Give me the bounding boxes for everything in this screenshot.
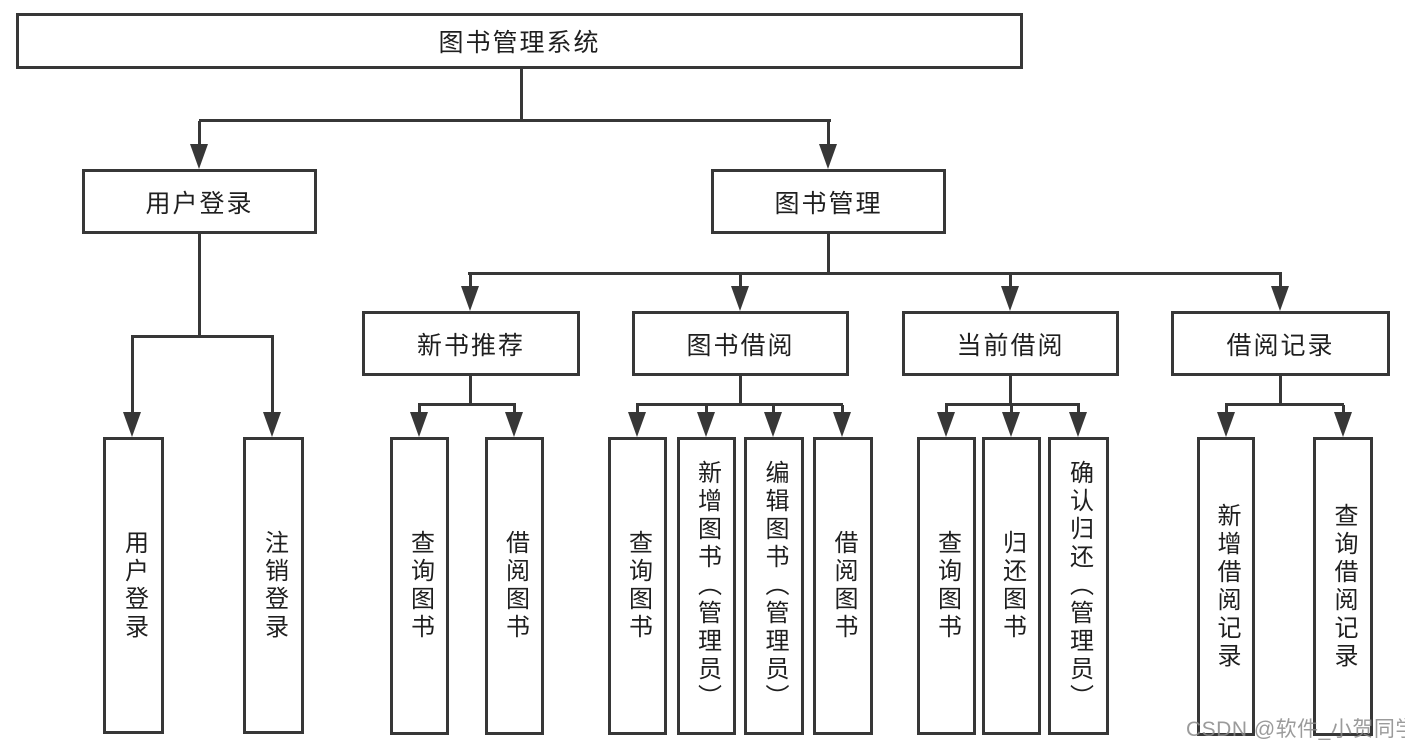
node-book-borrowing: 图书借阅 xyxy=(632,311,849,376)
connector-drop-book-management xyxy=(827,121,830,147)
arrowhead-down-icon xyxy=(1334,412,1352,437)
arrowhead-down-icon xyxy=(410,412,428,437)
arrowhead-down-icon xyxy=(1217,412,1235,437)
node-leaf-confirm-return-admin: 确认归还（管理员） xyxy=(1048,437,1109,735)
arrowhead-down-icon xyxy=(505,412,523,437)
arrowhead-down-icon xyxy=(937,412,955,437)
node-leaf-borrow-books-recommend: 借阅图书 xyxy=(485,437,544,735)
node-label: 查询借阅记录 xyxy=(1330,502,1357,671)
node-current-borrowing: 当前借阅 xyxy=(902,311,1119,376)
connector-group-bar-new-books xyxy=(418,403,516,406)
node-leaf-query-borrow-record: 查询借阅记录 xyxy=(1313,437,1373,736)
connector-leaf-drop xyxy=(705,405,708,415)
node-label: 用户登录 xyxy=(120,529,148,642)
connector-leaf-drop xyxy=(513,405,516,415)
arrowhead-down-icon xyxy=(1069,412,1087,437)
connector-book-borrow-stem xyxy=(739,375,742,405)
node-leaf-query-books-current: 查询图书 xyxy=(917,437,976,735)
node-label: 查询图书 xyxy=(406,530,434,642)
arrowhead-down-icon xyxy=(764,412,782,437)
node-label: 图书管理系统 xyxy=(438,29,601,57)
node-label: 图书借阅 xyxy=(686,331,795,360)
connector-level3-bar xyxy=(468,272,1282,275)
connector-drop-current-borrow xyxy=(1009,274,1012,289)
connector-book-management-stem xyxy=(827,233,830,274)
connector-leaf-drop xyxy=(1010,405,1013,415)
node-leaf-user-login: 用户登录 xyxy=(103,437,164,734)
connector-drop-logout xyxy=(271,337,274,415)
node-new-book-recommendation: 新书推荐 xyxy=(362,311,580,376)
csdn-watermark: CSDN @软件_小贺同学 xyxy=(1186,718,1405,741)
arrowhead-down-icon xyxy=(833,412,851,437)
connector-drop-book-borrow xyxy=(739,274,742,289)
arrowhead-down-icon xyxy=(819,144,837,169)
node-label: 新增借阅记录 xyxy=(1213,502,1240,671)
node-leaf-borrow-books: 借阅图书 xyxy=(813,437,873,735)
connector-group-bar-current-borrow xyxy=(945,403,1080,406)
node-label: 借阅图书 xyxy=(501,530,529,642)
node-user-login: 用户登录 xyxy=(82,169,317,234)
connector-current-borrow-stem xyxy=(1009,375,1012,405)
arrowhead-down-icon xyxy=(1271,286,1289,311)
node-leaf-query-books-borrow: 查询图书 xyxy=(608,437,667,735)
node-leaf-return-books: 归还图书 xyxy=(982,437,1041,735)
node-leaf-logout: 注销登录 xyxy=(243,437,304,734)
connector-drop-new-books xyxy=(469,274,472,289)
node-borrowing-records: 借阅记录 xyxy=(1171,311,1390,376)
connector-leaf-drop xyxy=(841,405,844,415)
node-label: 编辑图书（管理员） xyxy=(761,460,788,712)
node-label: 当前借阅 xyxy=(956,331,1065,360)
arrowhead-down-icon xyxy=(190,144,208,169)
node-label: 查询图书 xyxy=(624,530,652,642)
connector-group-bar-book-borrow xyxy=(636,403,843,406)
connector-borrow-records-stem xyxy=(1279,375,1282,405)
connector-leaf-drop xyxy=(1077,405,1080,415)
connector-leaf-drop xyxy=(945,405,948,415)
arrowhead-down-icon xyxy=(1002,412,1020,437)
node-label: 归还图书 xyxy=(998,530,1026,642)
arrowhead-down-icon xyxy=(123,412,141,437)
node-label: 新增图书（管理员） xyxy=(693,460,721,712)
connector-root-stem xyxy=(520,68,523,121)
node-label: 注销登录 xyxy=(260,529,288,642)
arrowhead-down-icon xyxy=(461,286,479,311)
node-label: 确认归还（管理员） xyxy=(1065,460,1093,712)
node-label: 借阅图书 xyxy=(830,530,857,642)
node-label: 用户登录 xyxy=(145,189,254,218)
node-label: 借阅记录 xyxy=(1226,331,1335,360)
node-library-management-system: 图书管理系统 xyxy=(16,13,1023,69)
node-book-management: 图书管理 xyxy=(711,169,946,234)
node-label: 查询图书 xyxy=(933,530,961,642)
arrowhead-down-icon xyxy=(628,412,646,437)
connector-leaf-drop xyxy=(418,405,421,415)
connector-new-books-stem xyxy=(469,375,472,405)
connector-drop-login xyxy=(131,337,134,415)
node-label: 图书管理 xyxy=(774,189,883,218)
connector-leaf-drop xyxy=(1342,405,1345,415)
connector-drop-user-login xyxy=(198,121,201,147)
node-leaf-query-books-recommend: 查询图书 xyxy=(390,437,449,735)
node-leaf-edit-books-admin: 编辑图书（管理员） xyxy=(744,437,804,735)
connector-leaf-drop xyxy=(636,405,639,415)
node-leaf-add-books-admin: 新增图书（管理员） xyxy=(677,437,736,735)
connector-leaf-drop xyxy=(772,405,775,415)
arrowhead-down-icon xyxy=(1001,286,1019,311)
arrowhead-down-icon xyxy=(731,286,749,311)
connector-user-login-stem xyxy=(198,233,201,337)
node-leaf-add-borrow-record: 新增借阅记录 xyxy=(1197,437,1255,736)
arrowhead-down-icon xyxy=(263,412,281,437)
arrowhead-down-icon xyxy=(697,412,715,437)
connector-drop-borrow-records xyxy=(1279,274,1282,289)
connector-group-bar-borrow-records xyxy=(1225,403,1344,406)
node-label: 新书推荐 xyxy=(416,331,525,360)
connector-leaf-drop xyxy=(1225,405,1228,415)
connector-user-login-bar xyxy=(131,335,274,338)
connector-level1-bar xyxy=(199,119,831,122)
